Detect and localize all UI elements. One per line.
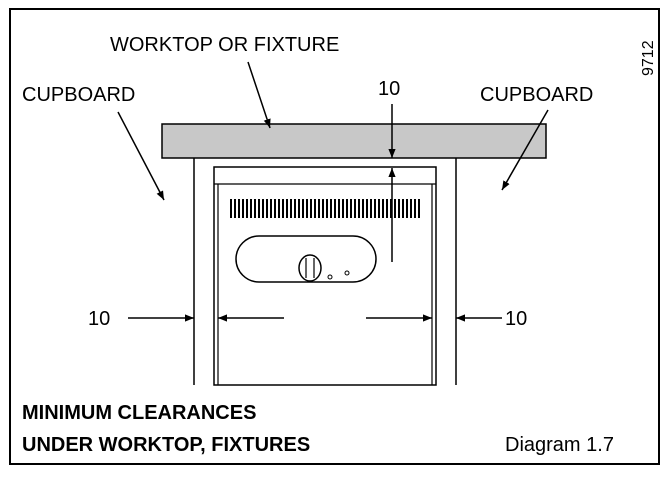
vent-slot xyxy=(346,199,348,218)
vent-slot xyxy=(326,199,328,218)
vent-slot xyxy=(230,199,232,218)
worktop-bar xyxy=(161,123,547,159)
vent-slot xyxy=(402,199,404,218)
vent-slot xyxy=(274,199,276,218)
vent-slot xyxy=(410,199,412,218)
vent-slot xyxy=(374,199,376,218)
appliance-outer xyxy=(213,166,437,386)
vent-slots xyxy=(230,199,420,218)
vent-slot xyxy=(238,199,240,218)
vent-slot xyxy=(366,199,368,218)
vent-slot xyxy=(334,199,336,218)
vent-slot xyxy=(234,199,236,218)
vent-slot xyxy=(254,199,256,218)
vent-slot xyxy=(406,199,408,218)
vent-slot xyxy=(330,199,332,218)
indicator-dot-icon xyxy=(327,274,333,280)
vent-slot xyxy=(350,199,352,218)
caption-line-2: UNDER WORKTOP, FIXTURES xyxy=(22,434,310,456)
vent-slot xyxy=(382,199,384,218)
cupboard-left-pointer-arrow xyxy=(117,111,165,201)
vent-slot xyxy=(258,199,260,218)
cupboard-left-label: CUPBOARD xyxy=(22,84,135,106)
vent-slot xyxy=(306,199,308,218)
vent-slot xyxy=(250,199,252,218)
vent-slot xyxy=(270,199,272,218)
vent-slot xyxy=(342,199,344,218)
diagram-number-label: Diagram 1.7 xyxy=(505,434,614,456)
vent-slot xyxy=(278,199,280,218)
vent-slot xyxy=(282,199,284,218)
worktop-label: WORKTOP OR FIXTURE xyxy=(110,34,339,56)
vent-slot xyxy=(414,199,416,218)
cupboard-right-label: CUPBOARD xyxy=(480,84,593,106)
appliance xyxy=(213,166,437,386)
vent-slot xyxy=(318,199,320,218)
vent-slot xyxy=(246,199,248,218)
control-knob-icon xyxy=(298,254,322,282)
vent-slot xyxy=(290,199,292,218)
vent-slot xyxy=(358,199,360,218)
vent-slot xyxy=(286,199,288,218)
vent-slot xyxy=(314,199,316,218)
vent-slot xyxy=(242,199,244,218)
reference-number: 9712 xyxy=(640,40,657,76)
cupboard-right-pointer-arrow xyxy=(501,109,549,191)
vent-slot xyxy=(390,199,392,218)
left-clearance-label: 10 xyxy=(88,308,110,330)
right-clearance-label: 10 xyxy=(505,308,527,330)
indicator-dot-icon xyxy=(344,270,350,276)
vent-slot xyxy=(354,199,356,218)
control-panel xyxy=(235,235,377,283)
vent-slot xyxy=(322,199,324,218)
caption-line-1: MINIMUM CLEARANCES xyxy=(22,402,256,424)
vent-slot xyxy=(302,199,304,218)
worktop-pointer-arrow xyxy=(247,61,271,129)
vent-slot xyxy=(394,199,396,218)
diagram-frame xyxy=(9,8,660,465)
vent-slot xyxy=(338,199,340,218)
vent-slot xyxy=(298,199,300,218)
vent-slot xyxy=(262,199,264,218)
vent-slot xyxy=(378,199,380,218)
vent-slot xyxy=(310,199,312,218)
vent-slot xyxy=(386,199,388,218)
vent-slot xyxy=(294,199,296,218)
vent-slot xyxy=(418,199,420,218)
vent-slot xyxy=(370,199,372,218)
vent-slot xyxy=(398,199,400,218)
vent-slot xyxy=(266,199,268,218)
vent-slot xyxy=(362,199,364,218)
top-clearance-label: 10 xyxy=(378,78,400,100)
